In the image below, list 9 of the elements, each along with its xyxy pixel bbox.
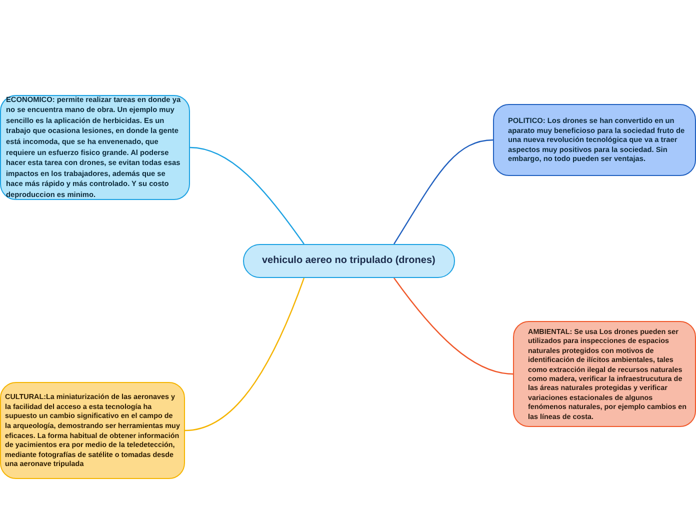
connector-line xyxy=(394,278,514,375)
topic-text: vehiculo aereo no tripulado (drones) xyxy=(262,255,436,267)
connector-line xyxy=(190,146,304,244)
central-topic xyxy=(243,244,455,278)
topic-box xyxy=(513,321,696,427)
topic-box xyxy=(0,382,185,479)
connector-line xyxy=(393,139,494,244)
topic-box xyxy=(493,104,696,176)
connector-line xyxy=(184,278,305,432)
